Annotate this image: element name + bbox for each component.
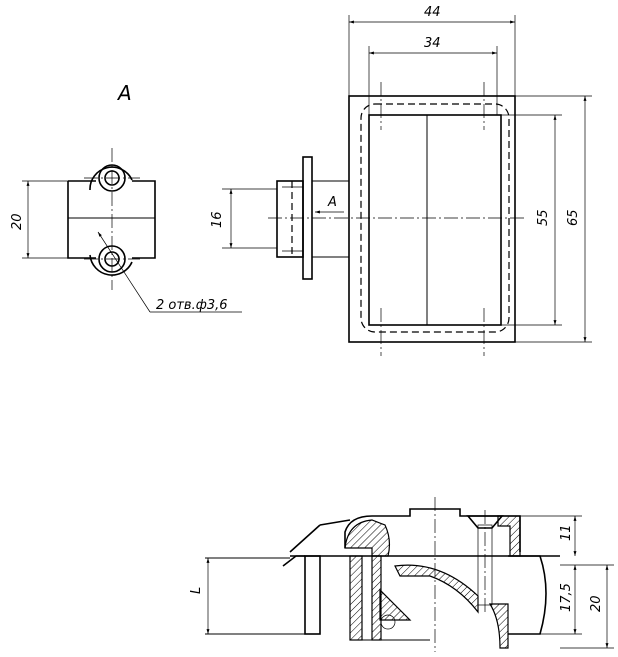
view-label: A <box>116 81 132 105</box>
dim-11-label: 11 <box>559 524 574 541</box>
section-hole <box>380 614 396 630</box>
dim-55-label: 55 <box>536 209 551 226</box>
holes-callout: 2 отв.ф3,6 <box>156 298 228 313</box>
cover-lip <box>289 519 351 553</box>
upper-lug <box>89 166 133 191</box>
left-clip <box>282 555 305 567</box>
dim-20b-label: 20 <box>589 595 604 612</box>
dim-44-label: 44 <box>424 5 441 20</box>
top-cover <box>344 508 521 552</box>
dim-l-label: L <box>189 587 204 594</box>
holes-leader <box>97 231 151 313</box>
dim-20-label: 20 <box>10 213 25 230</box>
curved-body <box>394 564 479 614</box>
dim-65-label: 65 <box>566 209 581 226</box>
section-view: L 11 17,5 20 <box>189 497 614 652</box>
dim-34-label: 34 <box>424 36 441 51</box>
dim-17-label: 17,5 <box>559 583 574 612</box>
right-boss <box>508 555 547 635</box>
left-tube-wall <box>304 555 321 635</box>
lower-wedge <box>379 588 412 621</box>
view-arrow-label: A <box>327 195 337 210</box>
dim-16-label: 16 <box>210 211 225 228</box>
screw-head <box>466 515 504 529</box>
side-flange-boss <box>276 180 304 258</box>
main-view: A 16 44 34 55 65 <box>210 5 592 356</box>
inner-window <box>368 114 502 326</box>
lower-lug <box>89 254 133 276</box>
view-a: A 20 2 отв.ф3,6 <box>10 81 242 313</box>
right-body <box>488 603 509 649</box>
cover-hatched-knob <box>344 519 391 557</box>
cover-right-lip <box>497 515 521 557</box>
outer-frame <box>348 95 516 343</box>
post-left <box>349 555 363 641</box>
